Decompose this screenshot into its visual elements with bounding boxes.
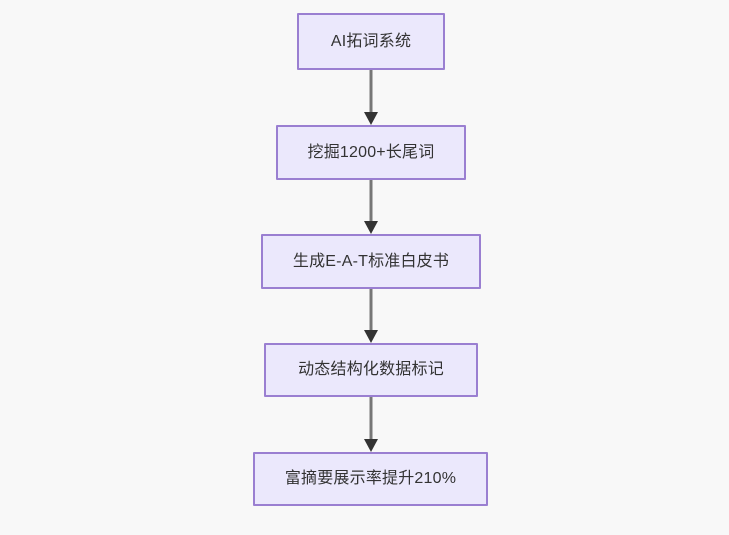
flow-node-rich-snippet-impression-lift[interactable]: 富摘要展示率提升210% — [253, 452, 488, 506]
flow-node-label: 生成E-A-T标准白皮书 — [292, 252, 450, 270]
edge-node4-to-node5 — [356, 395, 386, 457]
edge-node2-to-node3 — [356, 178, 386, 238]
flow-node-label: 挖掘1200+长尾词 — [307, 143, 435, 161]
flow-node-ai-keyword-system[interactable]: AI拓词系统 — [297, 13, 445, 70]
flow-node-generate-eat-whitepaper[interactable]: 生成E-A-T标准白皮书 — [261, 234, 481, 289]
edge-node3-to-node4 — [356, 287, 386, 347]
flow-node-dynamic-structured-data-markup[interactable]: 动态结构化数据标记 — [264, 343, 478, 397]
edge-node1-to-node2 — [356, 68, 386, 128]
flow-node-label: 动态结构化数据标记 — [298, 361, 444, 379]
flow-node-label: 富摘要展示率提升210% — [284, 470, 457, 488]
flow-node-mine-longtail-keywords[interactable]: 挖掘1200+长尾词 — [276, 125, 466, 180]
flow-node-label: AI拓词系统 — [330, 32, 412, 50]
